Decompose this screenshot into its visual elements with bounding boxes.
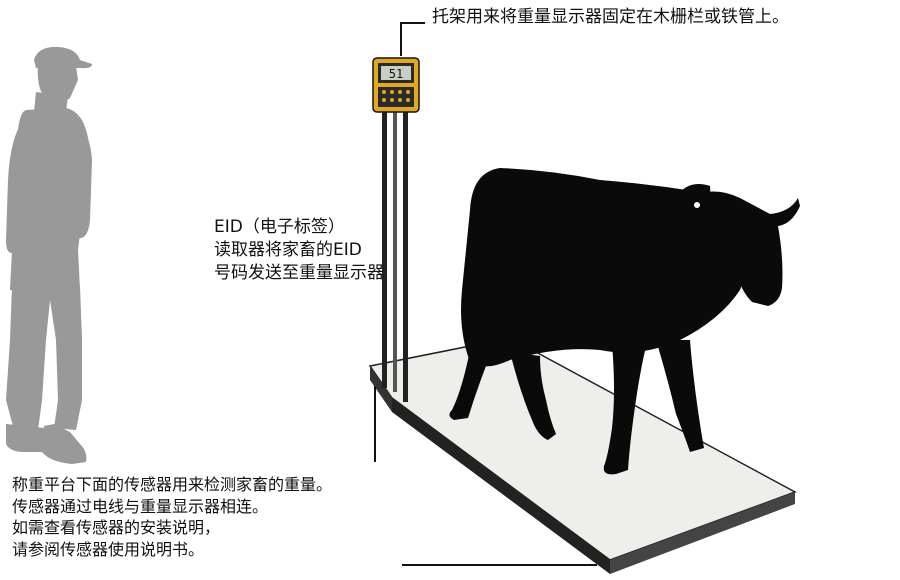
eid-annotation-line-3: 号码发送至重量显示器 (214, 263, 384, 283)
platform-right-edge (610, 492, 795, 574)
display-stand (382, 112, 408, 402)
person-silhouette (6, 46, 92, 464)
display-readout: 51 (389, 67, 403, 81)
platform-left-edge (370, 366, 392, 412)
eid-annotation-line-2: 读取器将家畜的EID (214, 240, 362, 260)
weighing-platform (368, 337, 797, 574)
cow-silhouette (449, 168, 800, 475)
eid-reader-annotation: EID（电子标签） 读取器将家畜的EID 号码发送至重量显示器 (214, 216, 384, 285)
loadcell-annotation-line-4: 请参阅传感器使用说明书。 (12, 539, 205, 559)
weight-display-unit: 51 (372, 57, 420, 113)
loadcell-annotation-line-3: 如需查看传感器的安装说明， (12, 518, 221, 537)
ear-tag (694, 202, 700, 208)
leader-lines (374, 22, 597, 566)
bracket-leader-line (400, 22, 425, 56)
loadcell-annotation-line-2: 传感器通过电线与重量显示器相连。 (12, 496, 269, 516)
eid-annotation-line-1: EID（电子标签） (214, 217, 345, 237)
bracket-annotation: 托架用来将重量显示器固定在木栅栏或铁管上。 (432, 7, 789, 27)
loadcell-annotation-line-1: 称重平台下面的传感器用来检测家畜的重量。 (12, 475, 333, 494)
platform-front-edge (392, 398, 610, 574)
loadcell-annotation: 称重平台下面的传感器用来检测家畜的重量。 传感器通过电线与重量显示器相连。 如需… (12, 474, 332, 560)
